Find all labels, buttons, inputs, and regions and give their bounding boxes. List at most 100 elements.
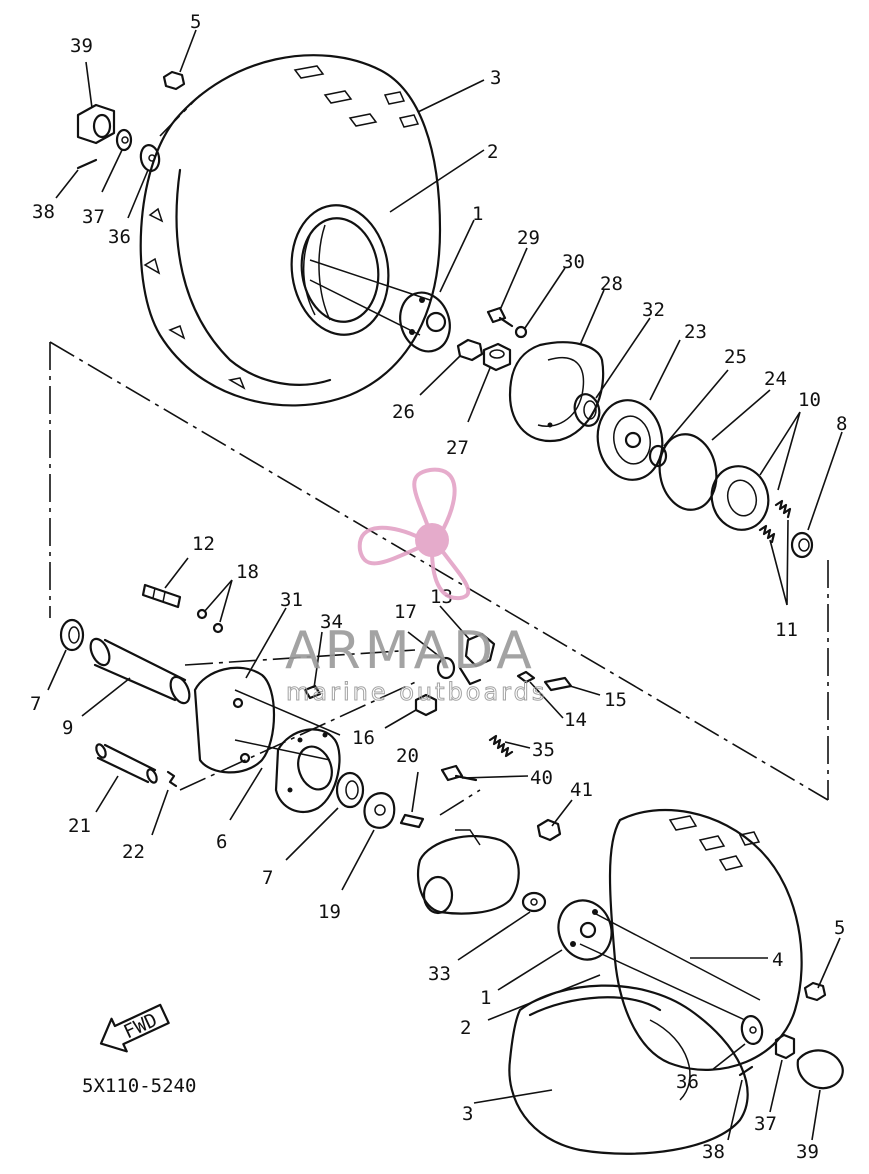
callout-22: 22 bbox=[122, 841, 145, 863]
callout-8: 8 bbox=[836, 413, 847, 435]
lower-tire bbox=[608, 808, 803, 1071]
hub-6 bbox=[274, 728, 341, 814]
nut-5-lower bbox=[803, 981, 827, 1002]
cap-39-upper bbox=[76, 103, 116, 145]
upper-tire bbox=[139, 54, 442, 407]
callout-21: 21 bbox=[68, 815, 91, 837]
callout-7-center: 7 bbox=[262, 867, 273, 889]
callout-39-lower: 39 bbox=[796, 1141, 819, 1163]
callout-4: 4 bbox=[772, 949, 783, 971]
callout-23: 23 bbox=[684, 321, 707, 343]
bolt-29 bbox=[486, 306, 514, 328]
callout-41: 41 bbox=[570, 779, 593, 801]
callout-30: 30 bbox=[562, 251, 585, 273]
clip-22 bbox=[166, 770, 178, 788]
watermark-tagline: marine outboards bbox=[286, 678, 547, 706]
brake-shoe-plate-23 bbox=[596, 399, 664, 481]
seal-8 bbox=[790, 531, 814, 559]
washer-36-upper bbox=[139, 144, 161, 172]
washer-33 bbox=[521, 891, 547, 913]
pin-38-upper bbox=[76, 158, 98, 170]
watermark-brand: ARMADA bbox=[285, 621, 536, 681]
washer-14 bbox=[516, 670, 536, 684]
callout-11: 11 bbox=[775, 619, 798, 641]
callout-34: 34 bbox=[320, 611, 343, 633]
callout-33: 33 bbox=[428, 963, 451, 985]
callout-29: 29 bbox=[517, 227, 540, 249]
nut-26 bbox=[456, 338, 484, 362]
collar-27 bbox=[482, 342, 512, 372]
brake-caliper-housing bbox=[416, 829, 520, 915]
callout-37-lower: 37 bbox=[754, 1113, 777, 1135]
bearing-7-center bbox=[335, 771, 365, 809]
lower-wheel-rim bbox=[508, 984, 749, 1155]
callout-14: 14 bbox=[564, 709, 587, 731]
oil-seal-32 bbox=[573, 393, 601, 427]
callout-36-upper: 36 bbox=[108, 226, 131, 248]
callout-36-lower: 36 bbox=[676, 1071, 699, 1093]
callout-13: 13 bbox=[430, 586, 453, 608]
lever-13 bbox=[458, 632, 496, 686]
callout-15: 15 bbox=[604, 689, 627, 711]
o-ring-25 bbox=[648, 444, 668, 468]
callout-19: 19 bbox=[318, 901, 341, 923]
cap-39-lower bbox=[796, 1049, 844, 1090]
callout-1-lower: 1 bbox=[480, 987, 491, 1009]
callout-20: 20 bbox=[396, 745, 419, 767]
pin-21 bbox=[95, 743, 158, 784]
callout-38-lower: 38 bbox=[702, 1141, 725, 1163]
callout-3-lower: 3 bbox=[462, 1103, 473, 1125]
callout-39-upper: 39 bbox=[70, 35, 93, 57]
nut-41 bbox=[536, 818, 562, 842]
bolt-34 bbox=[303, 684, 322, 700]
spacer-9 bbox=[89, 637, 191, 705]
o-ring-24 bbox=[658, 433, 718, 511]
callout-31: 31 bbox=[280, 589, 303, 611]
bearing-7-left bbox=[59, 618, 85, 652]
callout-40: 40 bbox=[530, 767, 553, 789]
spring-35 bbox=[488, 734, 514, 758]
callout-16: 16 bbox=[352, 727, 375, 749]
watermark: ARMADA marine outboards bbox=[285, 467, 547, 707]
spring-11 bbox=[758, 499, 792, 544]
pin-38-lower bbox=[738, 1065, 754, 1077]
callout-24: 24 bbox=[764, 368, 787, 390]
callout-1-upper: 1 bbox=[472, 203, 483, 225]
callout-37-upper: 37 bbox=[82, 206, 105, 228]
callout-10: 10 bbox=[798, 389, 821, 411]
part-code: 5X110-5240 bbox=[82, 1075, 196, 1097]
ring-17 bbox=[436, 656, 456, 680]
callout-labels: 5 39 3 2 1 38 37 36 29 30 28 32 23 25 24… bbox=[30, 11, 847, 1163]
washer-30 bbox=[514, 325, 528, 339]
callout-3-upper: 3 bbox=[490, 67, 501, 89]
washer-36-lower bbox=[740, 1015, 764, 1045]
callout-17: 17 bbox=[394, 601, 417, 623]
knuckle-31 bbox=[193, 666, 341, 774]
callout-25: 25 bbox=[724, 346, 747, 368]
callout-35: 35 bbox=[532, 739, 555, 761]
callout-7-left: 7 bbox=[30, 693, 41, 715]
propeller-logo bbox=[357, 467, 471, 601]
callout-6: 6 bbox=[216, 831, 227, 853]
callout-12: 12 bbox=[192, 533, 215, 555]
callout-32: 32 bbox=[642, 299, 665, 321]
upper-wheel-rim bbox=[290, 204, 390, 336]
fwd-label: FWD bbox=[120, 1009, 160, 1043]
plate-19 bbox=[363, 792, 396, 829]
callout-27: 27 bbox=[446, 437, 469, 459]
fwd-arrow: FWD bbox=[99, 1003, 170, 1053]
leader-lines bbox=[47, 29, 843, 1141]
washer-37-upper bbox=[115, 128, 133, 152]
callout-2-upper: 2 bbox=[487, 141, 498, 163]
assembly-guide-lines bbox=[49, 94, 829, 816]
wheel-hub-lower bbox=[557, 899, 761, 1021]
callout-26: 26 bbox=[392, 401, 415, 423]
circlip-18 bbox=[196, 608, 224, 634]
callout-5-upper: 5 bbox=[190, 11, 201, 33]
shaft-12 bbox=[141, 583, 182, 609]
callout-38-upper: 38 bbox=[32, 201, 55, 223]
callout-2-lower: 2 bbox=[460, 1017, 471, 1039]
bolt-15 bbox=[543, 676, 573, 692]
callout-9: 9 bbox=[62, 717, 73, 739]
